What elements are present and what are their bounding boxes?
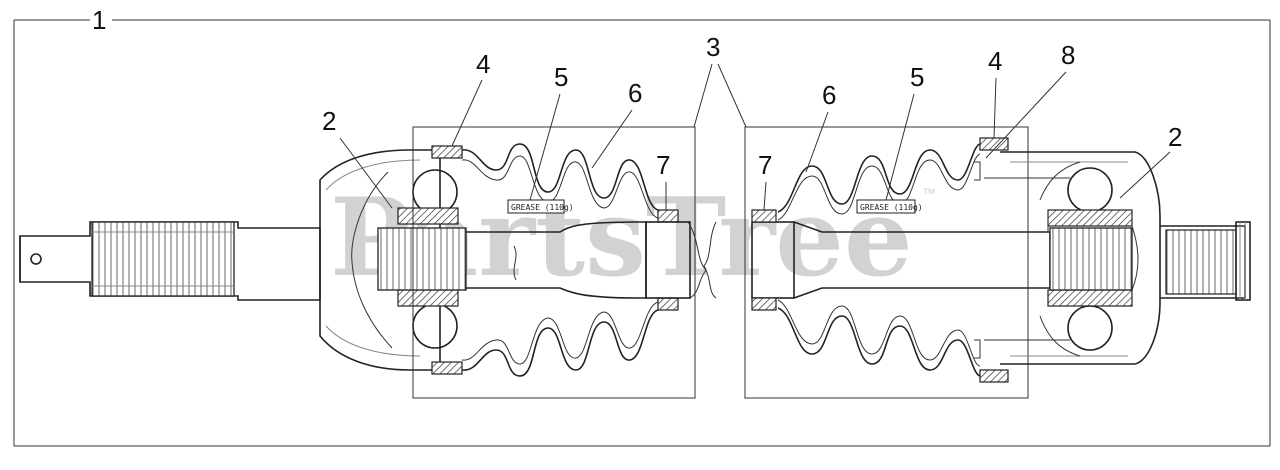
callout-6-right: 6 xyxy=(805,80,836,173)
right-grease-label: GREASE (110g) xyxy=(860,203,923,212)
callout-2-left: 2 xyxy=(322,106,393,209)
left-inner-clamp-bottom xyxy=(657,297,679,311)
outer-frame xyxy=(13,19,1271,447)
callout-2-right: 2 xyxy=(1119,122,1182,199)
right-inner-clamp-top xyxy=(751,209,777,223)
callout-4-left: 4 xyxy=(451,49,490,147)
callout-label-6-left: 6 xyxy=(628,78,642,108)
callout-label-5-left: 5 xyxy=(554,62,568,92)
watermark-trademark: ™ xyxy=(922,185,936,201)
callout-3: 3 xyxy=(693,32,747,128)
callout-label-3: 3 xyxy=(706,32,720,62)
callout-label-2-left: 2 xyxy=(322,106,336,136)
right-outer-clamp-top xyxy=(979,137,1009,151)
callout-5-right: 5 xyxy=(885,62,924,201)
callout-5-left: 5 xyxy=(529,62,568,201)
callout-label-1: 1 xyxy=(92,5,106,35)
callout-label-2-right: 2 xyxy=(1168,122,1182,152)
callout-label-7-right: 7 xyxy=(758,150,772,180)
left-outer-clamp-bottom xyxy=(431,361,463,375)
left-inner-clamp-top xyxy=(657,209,679,223)
callout-label-4-left: 4 xyxy=(476,49,490,79)
callout-label-4-right: 4 xyxy=(988,46,1002,76)
left-boot-kit-box: GREASE (110g) xyxy=(412,126,696,399)
right-stub-shaft xyxy=(1160,221,1251,301)
right-boot-bottom xyxy=(777,307,981,377)
callout-4-right: 4 xyxy=(988,46,1002,139)
right-cv-housing xyxy=(984,151,1161,365)
callout-1: 1 xyxy=(92,5,106,35)
callout-label-6-right: 6 xyxy=(822,80,836,110)
callout-6-left: 6 xyxy=(591,78,642,169)
left-grease-label: GREASE (110g) xyxy=(511,203,574,212)
main-shaft-left xyxy=(466,221,707,299)
callout-8: 8 xyxy=(985,40,1075,159)
left-boot-bottom xyxy=(461,309,659,377)
left-outer-clamp-top xyxy=(431,145,463,159)
callout-label-5-right: 5 xyxy=(910,62,924,92)
callout-7-left: 7 xyxy=(656,150,670,210)
right-boot-top xyxy=(777,143,981,213)
callout-label-7-left: 7 xyxy=(656,150,670,180)
right-boot-kit-box: GREASE (110g) xyxy=(744,126,1029,399)
right-inner-clamp-bottom xyxy=(751,297,777,311)
callout-7-right: 7 xyxy=(758,150,772,211)
right-outer-clamp-bottom xyxy=(979,369,1009,383)
left-stub-shaft xyxy=(19,221,321,301)
callout-label-8: 8 xyxy=(1061,40,1075,70)
left-boot-top xyxy=(461,143,659,211)
